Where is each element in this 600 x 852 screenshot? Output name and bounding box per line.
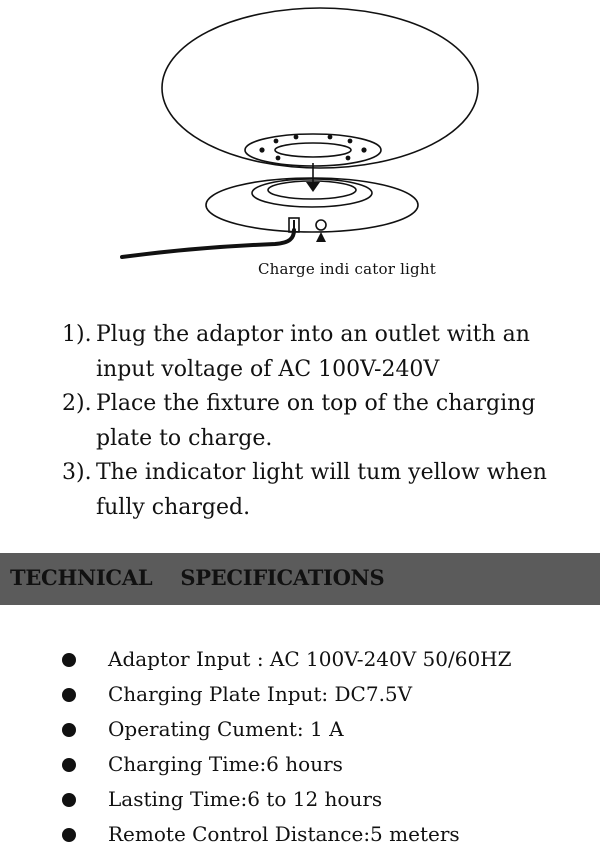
bullet-icon — [62, 688, 76, 702]
spec-text: Charging Plate Input: DC7.5V — [108, 682, 413, 706]
spec-item: Charging Plate Input: DC7.5V — [62, 677, 592, 712]
step-text: Place the fixture on top of the charging… — [96, 391, 536, 451]
bullet-icon — [62, 828, 76, 842]
bullet-icon — [62, 653, 76, 667]
specifications-title: TECHNICAL SPECIFICATIONS — [10, 565, 385, 590]
spec-text: Lasting Time:6 to 12 hours — [108, 787, 383, 811]
charge-indicator-caption: Charge indi cator light — [258, 260, 436, 278]
instruction-step: 2). Place the fixture on top of the char… — [62, 387, 592, 456]
spec-text: Operating Cument: 1 A — [108, 717, 344, 741]
step-text: Plug the adaptor into an outlet with an … — [96, 322, 530, 382]
instruction-list: 1). Plug the adaptor into an outlet with… — [62, 318, 592, 525]
charging-plate-icon — [205, 177, 419, 233]
power-cord-icon — [120, 228, 296, 259]
specifications-header-bar: TECHNICAL SPECIFICATIONS — [0, 553, 600, 605]
globe-base-plate — [244, 133, 382, 167]
specifications-list: Adaptor Input : AC 100V-240V 50/60HZ Cha… — [62, 642, 592, 852]
spec-text: Charging Time:6 hours — [108, 752, 343, 776]
bullet-icon — [62, 793, 76, 807]
step-number: 1). — [62, 322, 92, 347]
spec-item: Operating Cument: 1 A — [62, 712, 592, 747]
spec-text: Adaptor Input : AC 100V-240V 50/60HZ — [108, 647, 512, 671]
step-text: The indicator light will tum yellow when… — [96, 460, 547, 520]
instruction-step: 3). The indicator light will tum yellow … — [62, 456, 592, 525]
spec-item: Charging Time:6 hours — [62, 747, 592, 782]
bullet-icon — [62, 758, 76, 772]
lamp-globe-icon — [161, 7, 479, 169]
spec-item: Lasting Time:6 to 12 hours — [62, 782, 592, 817]
indicator-light-icon — [315, 219, 327, 231]
spec-text: Remote Control Distance:5 meters — [108, 822, 460, 846]
spec-item: Remote Control Distance:5 meters — [62, 817, 592, 852]
spec-item: Adaptor Input : AC 100V-240V 50/60HZ — [62, 642, 592, 677]
instruction-step: 1). Plug the adaptor into an outlet with… — [62, 318, 592, 387]
step-number: 3). — [62, 460, 92, 485]
bullet-icon — [62, 723, 76, 737]
indicator-pointer-icon — [316, 232, 326, 242]
charging-illustration — [120, 7, 479, 259]
step-number: 2). — [62, 391, 92, 416]
